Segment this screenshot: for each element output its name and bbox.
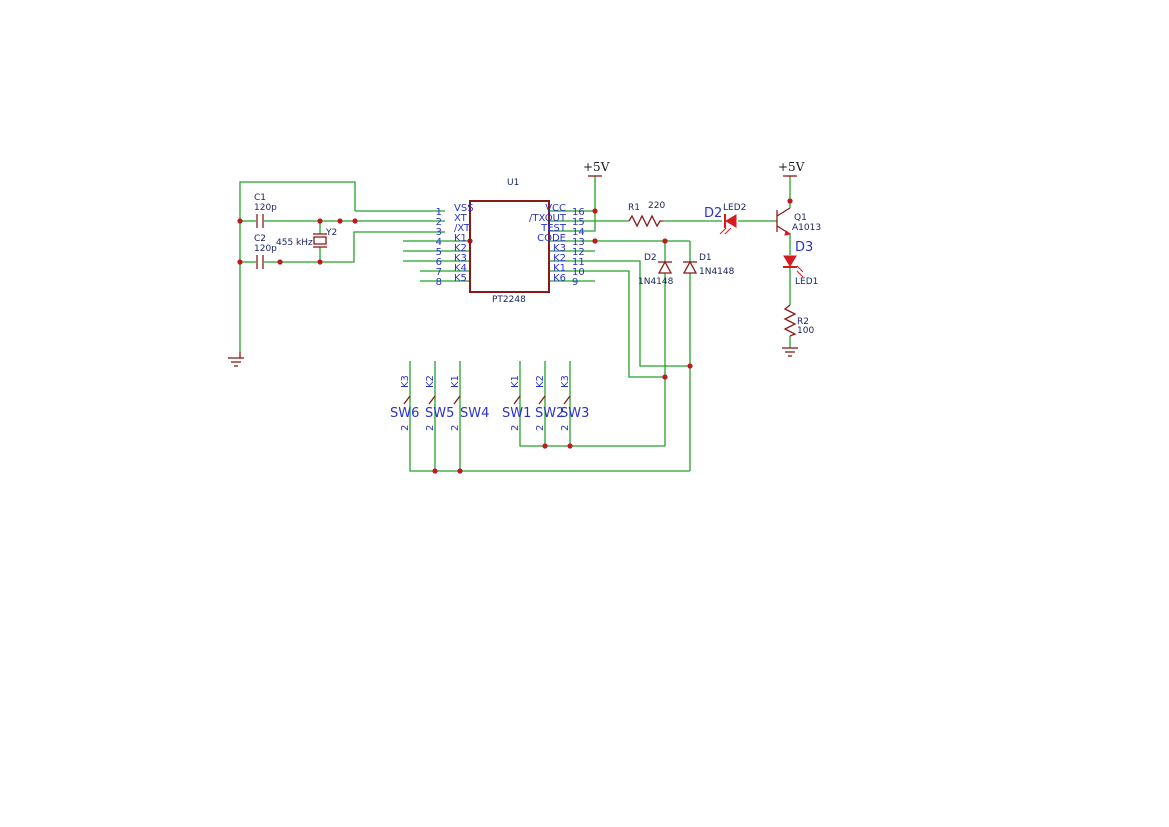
ic-pin-num: 3: [436, 227, 442, 238]
sw3-pin1: K3: [560, 375, 571, 388]
d1-ref: D1: [699, 253, 712, 263]
ic-pin-name: K3: [454, 253, 467, 264]
ic-pin-name: K3: [553, 243, 566, 254]
q1-value: A1013: [792, 223, 821, 233]
switch-sw3[interactable]: K3 SW3 2: [560, 375, 589, 431]
ic-pin-num: 6: [436, 257, 442, 268]
sw2-pin1: K2: [535, 375, 546, 388]
sw1-pin2: 2: [510, 425, 521, 431]
c1-ref: C1: [254, 193, 266, 203]
q1-ref: Q1: [794, 213, 807, 223]
sw4-pin1: K1: [450, 375, 461, 388]
ic-pin-name: K1: [454, 233, 467, 244]
c2-value: 120p: [254, 244, 277, 254]
ground-symbol-left: [228, 352, 244, 367]
switch-sw6[interactable]: K3 SW6 2: [390, 375, 419, 431]
vcc1-label: +5V: [583, 160, 610, 174]
led2-ref: D2: [704, 206, 722, 221]
capacitor-c1[interactable]: C1 120p: [254, 193, 277, 228]
ic-pin-num: 8: [436, 277, 442, 288]
ic-pin-num: 2: [436, 217, 442, 228]
led-d3[interactable]: D3 LED1: [783, 240, 818, 287]
ic-pin-num: 14: [572, 227, 585, 238]
ic-pin-num: 11: [572, 257, 585, 268]
sw6-pin2: 2: [400, 425, 411, 431]
ground-symbol-right: [782, 347, 798, 357]
y2-ref: Y2: [325, 228, 337, 238]
junction-dots: [237, 198, 793, 474]
ic-pin-name: XT: [454, 213, 468, 224]
sw3-pin2: 2: [560, 425, 571, 431]
d2-value: 1N4148: [638, 277, 674, 287]
sw5-pin2: 2: [425, 425, 436, 431]
led1-value: LED1: [795, 277, 818, 287]
crystal-y2[interactable]: Y2 455 kHz: [276, 228, 337, 248]
ic-pin-name: K6: [553, 273, 566, 284]
ic-ref: U1: [507, 178, 519, 188]
ic-pin-name: /TXOUT: [529, 213, 567, 224]
ic-pin-name: VSS: [454, 203, 474, 214]
sw5-pin1: K2: [425, 375, 436, 388]
led1-ref: D3: [795, 240, 813, 255]
d2-ref: D2: [644, 253, 657, 263]
ic-pin-num: 12: [572, 247, 585, 258]
ic-pin-num: 16: [572, 207, 585, 218]
ic-pin-num: 15: [572, 217, 585, 228]
power-5v-1: +5V: [583, 160, 610, 177]
sw6-pin1: K3: [400, 375, 411, 388]
sw1-pin1: K1: [510, 375, 521, 388]
led-d2[interactable]: D2 LED2: [704, 203, 746, 235]
sw2-ref: SW2: [535, 406, 564, 421]
c2-ref: C2: [254, 234, 266, 244]
led2-value: LED2: [723, 203, 746, 213]
d1-value: 1N4148: [699, 267, 735, 277]
ic-pin-num: 5: [436, 247, 442, 258]
r1-value: 220: [648, 201, 665, 211]
ic-pin-name: CODE: [537, 233, 566, 244]
vcc2-label: +5V: [778, 160, 805, 174]
switch-sw5[interactable]: K2 SW5 2: [425, 375, 454, 431]
resistor-r1[interactable]: R1 220: [628, 201, 665, 228]
ic-body: [469, 200, 550, 293]
sw6-ref: SW6: [390, 406, 419, 421]
ic-pin-num: 7: [436, 267, 442, 278]
sw4-pin2: 2: [450, 425, 461, 431]
ic-pin-name: K2: [454, 243, 467, 254]
diode-d2[interactable]: D2 1N4148: [638, 253, 674, 287]
ic-pin-name: /XT: [454, 223, 471, 234]
ic-pin-name: K5: [454, 273, 467, 284]
switch-sw1[interactable]: K1 SW1 2: [502, 375, 531, 431]
c1-value: 120p: [254, 203, 277, 213]
r2-ref: R2: [797, 317, 809, 327]
switch-sw2[interactable]: K2 SW2 2: [535, 375, 564, 431]
ic-pin-num: 9: [572, 277, 578, 288]
ic-pin-num: 10: [572, 267, 585, 278]
ic-part: PT2248: [492, 295, 526, 305]
r2-value: 100: [797, 326, 814, 336]
sw3-ref: SW3: [560, 406, 589, 421]
sw1-ref: SW1: [502, 406, 531, 421]
y2-value: 455 kHz: [276, 238, 313, 248]
r1-ref: R1: [628, 203, 640, 213]
ic-pin-num: 4: [436, 237, 442, 248]
ic-pin-name: K1: [553, 263, 566, 274]
ic-pin-name: TEST: [540, 223, 567, 234]
sw5-ref: SW5: [425, 406, 454, 421]
ic-pin-num: 1: [436, 207, 442, 218]
diode-d1[interactable]: D1 1N4148: [682, 253, 735, 277]
capacitor-c2[interactable]: C2 120p: [254, 234, 277, 269]
power-5v-2: +5V: [778, 160, 805, 177]
ic-pin-name: K2: [553, 253, 566, 264]
ic-pin-name: K4: [454, 263, 467, 274]
sw2-pin2: 2: [535, 425, 546, 431]
sw4-ref: SW4: [460, 406, 489, 421]
transistor-q1[interactable]: Q1 A1013: [776, 207, 821, 236]
switch-sw4[interactable]: K1 SW4 2: [450, 375, 489, 431]
ic-pin-name: VCC: [545, 203, 566, 214]
ic-pin-num: 13: [572, 237, 585, 248]
ic-u1[interactable]: U1 PT2248 1 VSS 2 XT 3 /XT 4 K1 5 K2 6 K…: [436, 178, 585, 305]
resistor-r2[interactable]: R2 100: [783, 304, 814, 337]
